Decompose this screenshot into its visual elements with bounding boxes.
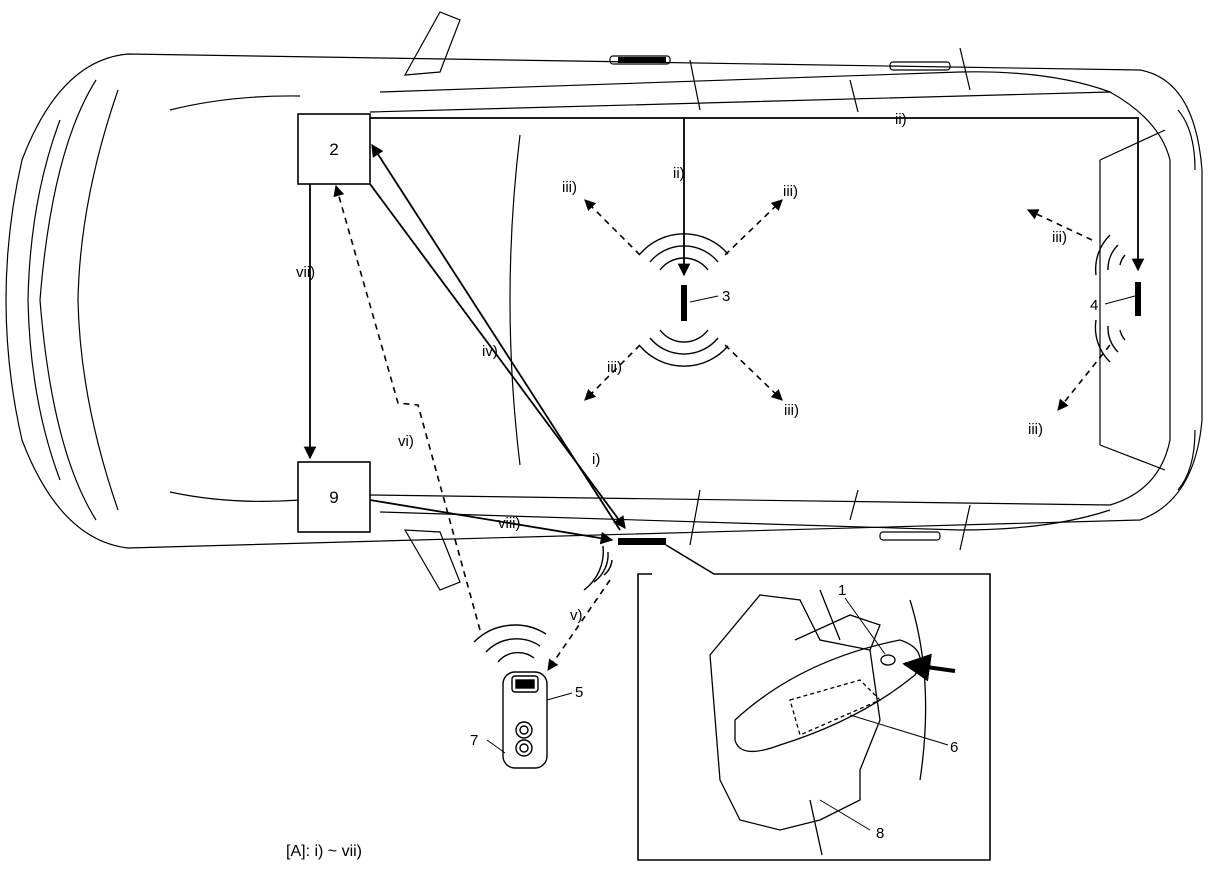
door-handle-inset — [637, 544, 991, 861]
path-i-line — [369, 183, 626, 530]
vehicle-outline — [5, 11, 1203, 591]
antenna-4 — [1135, 282, 1141, 316]
label-iii-5: iii) — [1052, 229, 1067, 246]
label-ii-top: ii) — [895, 111, 907, 128]
label-iii-3: iii) — [607, 359, 622, 376]
label-iii-4: iii) — [784, 402, 799, 419]
callout-8: 8 — [876, 825, 884, 842]
path-iii-5 — [1026, 209, 1093, 241]
label-v: v) — [570, 607, 583, 624]
path-v-line — [547, 579, 611, 671]
path-viii-line — [369, 499, 614, 545]
path-iii-6 — [1057, 344, 1111, 411]
label-vii: vii) — [296, 264, 315, 281]
antenna-3 — [681, 285, 687, 321]
label-iii-1: iii) — [562, 179, 577, 196]
press-arrow-icon — [902, 653, 956, 682]
callout-7: 7 — [470, 732, 478, 749]
callout-4: 4 — [1090, 297, 1098, 314]
label-iii-6: iii) — [1028, 421, 1043, 438]
radio-wave-icon — [1094, 234, 1126, 363]
callout-3: 3 — [722, 288, 730, 305]
box-2-label: 2 — [329, 140, 338, 159]
control-module-9: 9 — [297, 461, 371, 533]
radio-wave-icon — [639, 233, 729, 367]
control-module-2: 2 — [297, 113, 371, 185]
box-9-label: 9 — [329, 488, 338, 507]
label-i: i) — [592, 451, 600, 468]
radio-wave-icon — [473, 624, 547, 663]
callout-5: 5 — [575, 684, 583, 701]
label-ii-mid: ii) — [673, 165, 685, 182]
door-handle-icon — [709, 589, 927, 856]
path-ii-line — [370, 117, 1145, 272]
path-iii-4 — [724, 344, 783, 401]
label-iv: iv) — [482, 343, 498, 360]
label-iii-2: iii) — [783, 183, 798, 200]
callout-6: 6 — [950, 739, 958, 756]
path-vi-line — [333, 184, 481, 631]
label-viii: viii) — [498, 515, 521, 532]
callout-1: 1 — [838, 582, 846, 599]
radio-wave-icon — [583, 545, 613, 591]
door-handle-antenna — [618, 538, 666, 545]
key-fob-icon — [502, 671, 548, 769]
path-iii-3 — [584, 344, 641, 401]
caption: [A]: i) ~ vii) — [286, 843, 363, 860]
label-vi: vi) — [398, 433, 414, 450]
path-iii-1 — [584, 199, 641, 256]
path-iii-2 — [724, 199, 783, 256]
